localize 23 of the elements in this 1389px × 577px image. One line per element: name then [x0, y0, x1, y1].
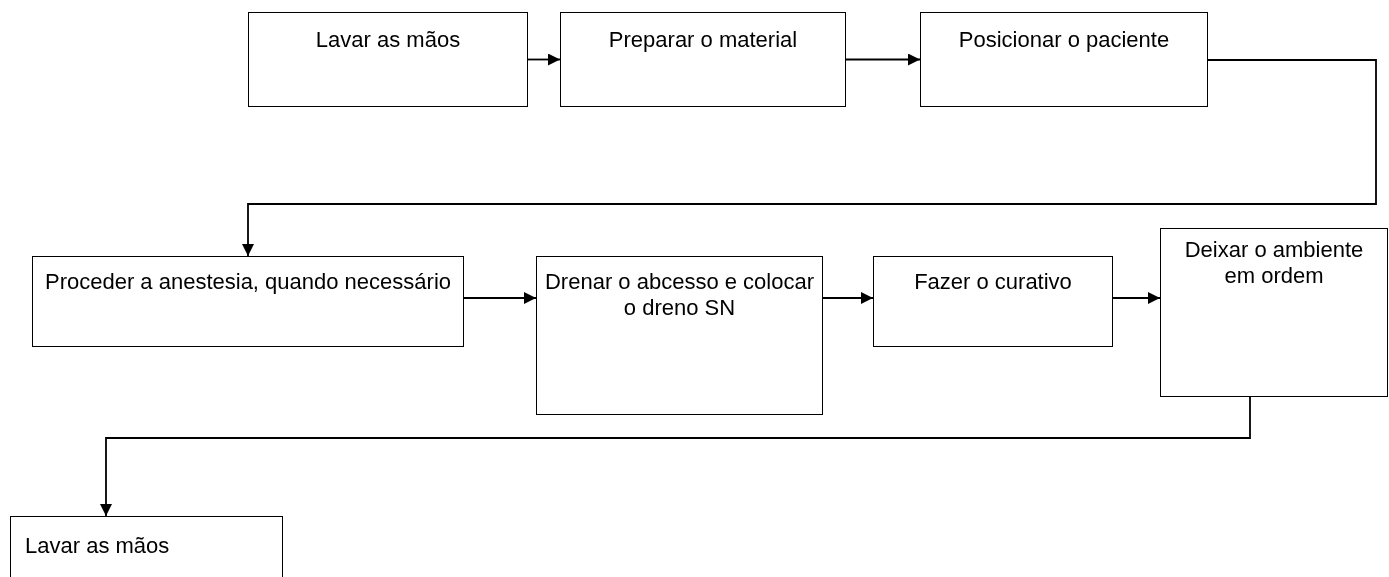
arrow	[845, 53, 921, 66]
arrow	[1112, 292, 1161, 304]
step-label: Drenar o abcesso e colocar o dreno SN	[544, 269, 815, 321]
step-label: Preparar o material	[607, 27, 799, 53]
process-box	[1160, 228, 1388, 397]
process-box	[32, 256, 464, 347]
process-box	[873, 256, 1113, 347]
process-box	[10, 516, 283, 577]
step-label: Proceder a anestesia, quando necessário	[43, 269, 452, 295]
step-label: Lavar as mãos	[25, 533, 171, 559]
step-label: Fazer o curativo	[913, 269, 1073, 295]
step-label: Posicionar o paciente	[957, 27, 1171, 53]
arrow	[242, 59, 1377, 257]
arrow	[100, 396, 1251, 517]
step-label: Lavar as mãos	[314, 27, 462, 53]
process-box	[248, 12, 528, 107]
arrow	[463, 292, 537, 304]
step-label: Deixar o ambiente em ordem	[1183, 237, 1365, 289]
arrow	[527, 53, 561, 66]
process-box	[920, 12, 1208, 107]
process-box	[560, 12, 846, 107]
process-box	[536, 256, 823, 415]
arrow	[822, 292, 874, 304]
